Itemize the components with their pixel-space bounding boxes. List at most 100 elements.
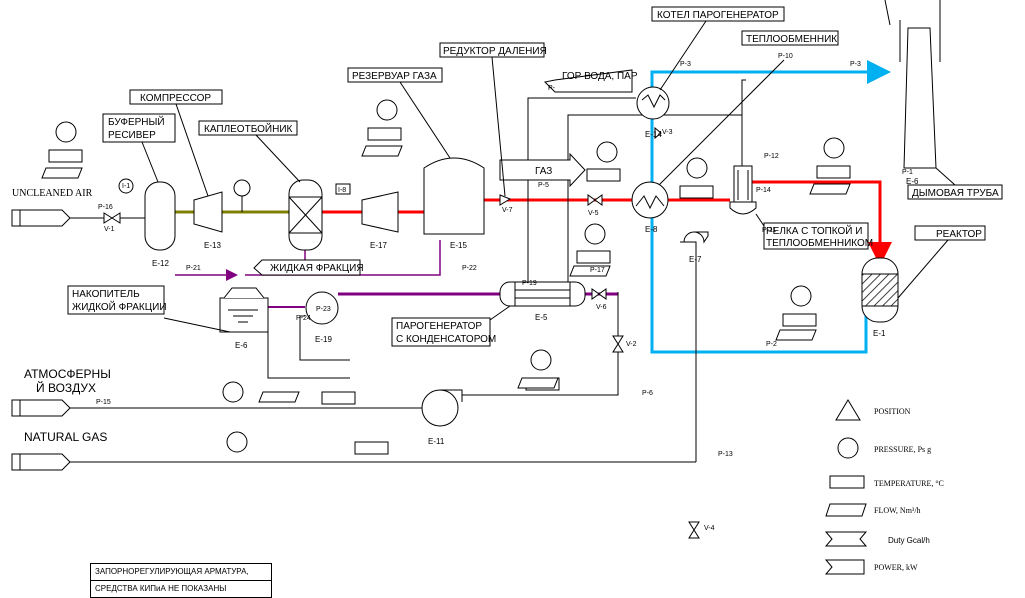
callout-reactor [914, 225, 986, 241]
svg-text:E-7: E-7 [689, 255, 702, 264]
blower-e11[interactable] [421, 389, 459, 427]
heat-exchanger-e8[interactable] [631, 181, 669, 219]
legend-power-box [824, 559, 865, 575]
svg-text:РЕАКТОР: РЕАКТОР [936, 229, 982, 240]
steam-generator-condenser-e5[interactable] [499, 281, 586, 307]
svg-text:ЖИДКАЯ ФРАКЦИЯ: ЖИДКАЯ ФРАКЦИЯ [270, 263, 364, 274]
flow-box [258, 391, 300, 403]
atm-air-label-2: Й ВОЗДУХ [36, 380, 96, 395]
gas-reservoir-e15[interactable] [423, 157, 485, 235]
valve-v1[interactable] [103, 212, 121, 224]
legend-pressure: PRESSURE, Ps g [874, 445, 931, 454]
temperature-box [354, 441, 389, 455]
svg-text:БУФЕРНЫЙ: БУФЕРНЫЙ [108, 115, 165, 128]
svg-text:КОТЕЛ ПАРОГЕНЕРАТОР: КОТЕЛ ПАРОГЕНЕРАТОР [657, 10, 779, 21]
legend-duty-box [824, 531, 868, 547]
svg-text:P-3: P-3 [850, 61, 861, 68]
svg-text:E-13: E-13 [204, 241, 221, 250]
pressure-indicator [222, 381, 244, 403]
svg-text:V-1: V-1 [104, 226, 115, 233]
svg-text:ПАРОГЕНЕРАТОР: ПАРОГЕНЕРАТОР [396, 321, 482, 332]
svg-text:E-11: E-11 [428, 437, 445, 446]
svg-text:НАКОПИТЕЛЬ: НАКОПИТЕЛЬ [72, 289, 140, 300]
atm-air-feed [11, 399, 71, 417]
notes-box: ЗАПОРНОРЕГУЛИРУЮЩАЯ АРМАТУРА, СРЕДСТВА К… [90, 563, 272, 598]
hx-line-1 [741, 79, 746, 166]
svg-text:V-7: V-7 [502, 207, 513, 214]
chimney-e6[interactable] [903, 27, 937, 169]
svg-text:РЕЗЕРВУАР ГАЗА: РЕЗЕРВУАР ГАЗА [352, 71, 437, 82]
compressor-e13[interactable] [193, 191, 223, 233]
svg-text:P-: P- [548, 85, 556, 92]
svg-text:P-24: P-24 [296, 315, 311, 322]
svg-text:С КОНДЕНСАТОРОМ: С КОНДЕНСАТОРОМ [396, 334, 496, 345]
valve-v6[interactable] [591, 288, 607, 300]
pressure-indicator [376, 99, 398, 121]
callout-gas-reservoir [347, 67, 443, 83]
temperature-box [576, 250, 611, 264]
legend-temperature-box [829, 475, 865, 489]
legend: POSITION PRESSURE, Ps g TEMPERATURE, °C … [824, 399, 944, 575]
main-gas-line-to-reactor [752, 180, 892, 266]
equipment-tags: E-12 E-13 E-17 E-15 E-14 E-8 E-7 E-5 E-6… [152, 130, 919, 446]
valve-v4[interactable] [688, 521, 700, 539]
svg-text:E-1: E-1 [873, 329, 886, 338]
valve-v3[interactable] [654, 126, 662, 140]
temperature-box [679, 185, 714, 199]
pressure-indicator [596, 141, 618, 163]
legend-position: POSITION [874, 407, 911, 416]
svg-text:I-8: I-8 [338, 187, 346, 194]
callout-steam-boiler [651, 6, 785, 22]
svg-text:E-6: E-6 [235, 341, 248, 350]
flow-box [809, 183, 851, 195]
instrument-i8 [335, 183, 351, 195]
flue-gas-line [650, 60, 891, 354]
temperature-box [782, 313, 817, 327]
svg-text:E-6: E-6 [906, 177, 919, 186]
gas-out-arrow [499, 152, 586, 188]
svg-text:P-6: P-6 [642, 390, 653, 397]
svg-text:P-15: P-15 [96, 399, 111, 406]
valve-v2[interactable] [612, 335, 624, 353]
uncleaned-air-feed [11, 209, 71, 227]
pressure-indicator [530, 349, 552, 371]
svg-text:P-19: P-19 [522, 280, 537, 287]
valves [103, 126, 700, 539]
pressure-line-v2 [462, 292, 619, 396]
svg-text:P-16: P-16 [98, 204, 113, 211]
buffer-receiver-e12[interactable] [144, 181, 176, 251]
equipment [144, 27, 937, 427]
pressure-indicator [55, 121, 77, 143]
stream-tags: P-16 P-21 P-22 P-24 P-23 P-5 P-3 P-3 P-1… [96, 53, 913, 532]
svg-text:P-21: P-21 [186, 265, 201, 272]
steam-boiler-e14[interactable] [636, 86, 670, 120]
temperature-box [321, 391, 356, 405]
callout-buffer-receiver [102, 113, 176, 143]
pressure-indicator [790, 285, 812, 307]
svg-text:КОМПРЕССОР: КОМПРЕССОР [140, 93, 211, 104]
svg-text:E-15: E-15 [450, 241, 467, 250]
note-line-1: ЗАПОРНОРЕГУЛИРУЮЩАЯ АРМАТУРА, [91, 564, 271, 581]
svg-text:P-13: P-13 [718, 451, 733, 458]
pressure-indicator [823, 137, 845, 159]
compressor-e17[interactable] [361, 191, 399, 233]
flow-box [517, 377, 559, 389]
pump-e19[interactable] [305, 291, 339, 325]
svg-text:E-12: E-12 [152, 259, 169, 268]
callout-burner [763, 222, 869, 250]
svg-text:ЖИДКОЙ ФРАКЦИИ: ЖИДКОЙ ФРАКЦИИ [72, 300, 167, 313]
input-labels: UNCLEANED AIR АТМОСФЕРНЫ Й ВОЗДУХ NATURA… [12, 188, 111, 444]
pump-e7[interactable] [683, 231, 709, 244]
svg-text:ДЫМОВАЯ ТРУБА: ДЫМОВАЯ ТРУБА [912, 188, 999, 199]
svg-text:V-6: V-6 [596, 304, 607, 311]
temperature-box [48, 149, 83, 163]
pressure-indicator [226, 431, 248, 453]
valve-v5[interactable] [587, 194, 603, 206]
liquid-storage-e6[interactable] [219, 297, 269, 333]
svg-text:КАПЛЕОТБОЙНИК: КАПЛЕОТБОЙНИК [204, 122, 293, 135]
svg-text:I-1: I-1 [122, 183, 130, 190]
valve-v7[interactable] [499, 194, 512, 206]
flow-box [569, 265, 611, 277]
svg-text:E-5: E-5 [535, 313, 548, 322]
burner-heater[interactable] [733, 165, 753, 203]
